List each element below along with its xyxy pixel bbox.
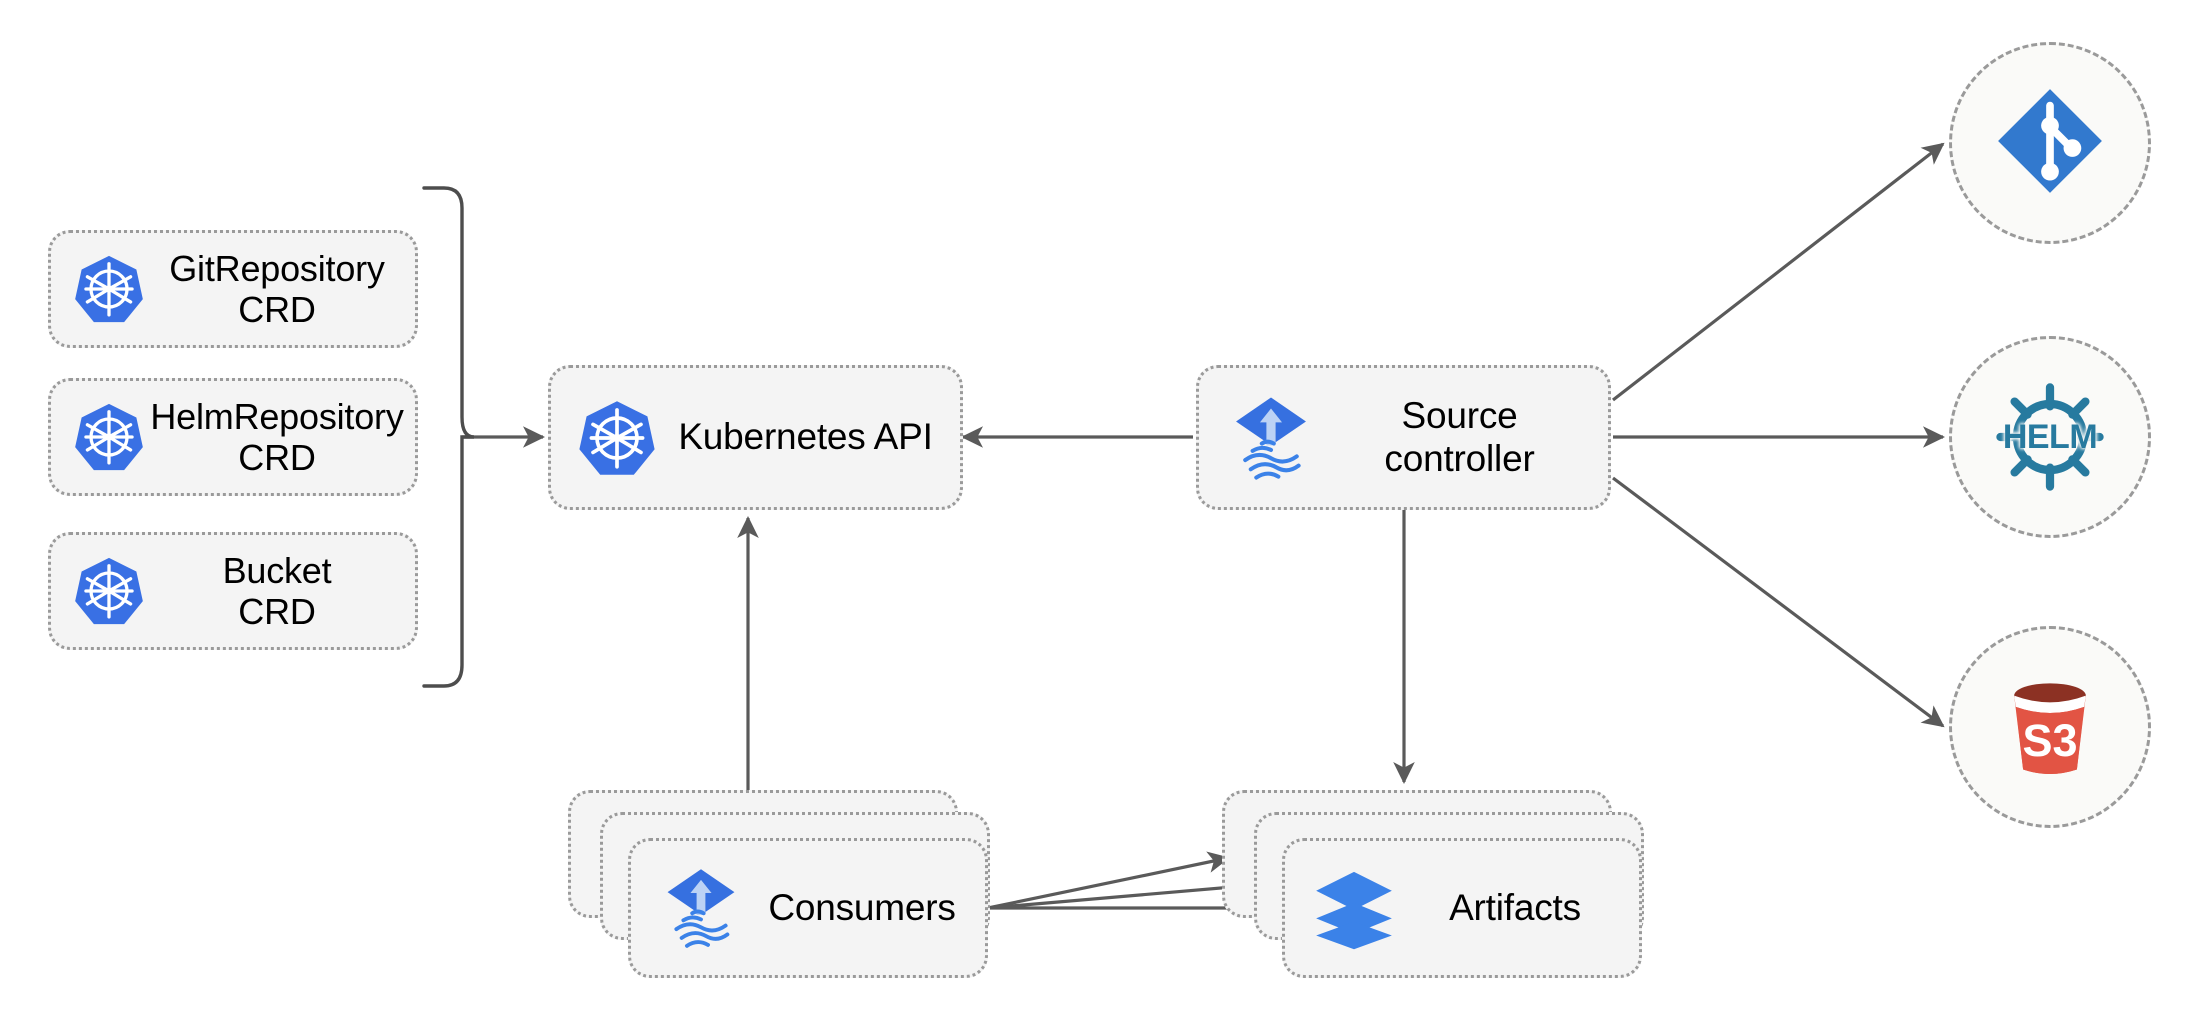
node-artifacts[interactable]: Artifacts [1282,838,1642,978]
node-label-artifacts: Artifacts [1449,886,1581,928]
node-label-kubernetes-api: Kubernetes API [678,416,933,458]
edge-source-controller-to-git [1612,142,1945,402]
kubernetes-icon [73,253,145,325]
external-helm[interactable]: HELM [1949,336,2151,538]
layers-icon [1311,865,1397,951]
kubernetes-icon [73,401,145,473]
node-label-consumers: Consumers [768,886,956,928]
node-consumers[interactable]: Consumers [628,838,988,978]
node-label-source-controller: Source controller [1384,395,1535,479]
kubernetes-icon [577,398,657,478]
edge-consumers-to-artifacts-2 [987,875,1258,910]
crd-label: GitRepository CRD [169,247,385,330]
node-source-controller[interactable]: Source controller [1196,365,1611,510]
crd-box-helmrepository[interactable]: HelmRepository CRD [48,378,418,496]
helm-wordmark: HELM [2002,417,2098,456]
crd-box-gitrepository[interactable]: GitRepository CRD [48,230,418,348]
crd-label: HelmRepository CRD [150,395,404,478]
flux-icon [657,864,745,952]
git-icon [1991,82,2109,205]
external-git[interactable] [1949,42,2151,244]
node-kubernetes-api[interactable]: Kubernetes API [548,365,963,510]
kubernetes-icon [73,555,145,627]
crd-label: Bucket CRD [222,549,332,632]
edge-source-controller-to-s3 [1612,476,1945,728]
s3-bucket-icon: S3 [1994,671,2106,783]
crd-box-bucket[interactable]: Bucket CRD [48,532,418,650]
external-s3[interactable]: S3 [1949,626,2151,828]
helm-icon: HELM [1991,378,2109,496]
s3-wordmark: S3 [2022,715,2078,766]
flux-icon [1225,392,1317,484]
edge-consumers-to-artifacts-1 [987,851,1230,910]
